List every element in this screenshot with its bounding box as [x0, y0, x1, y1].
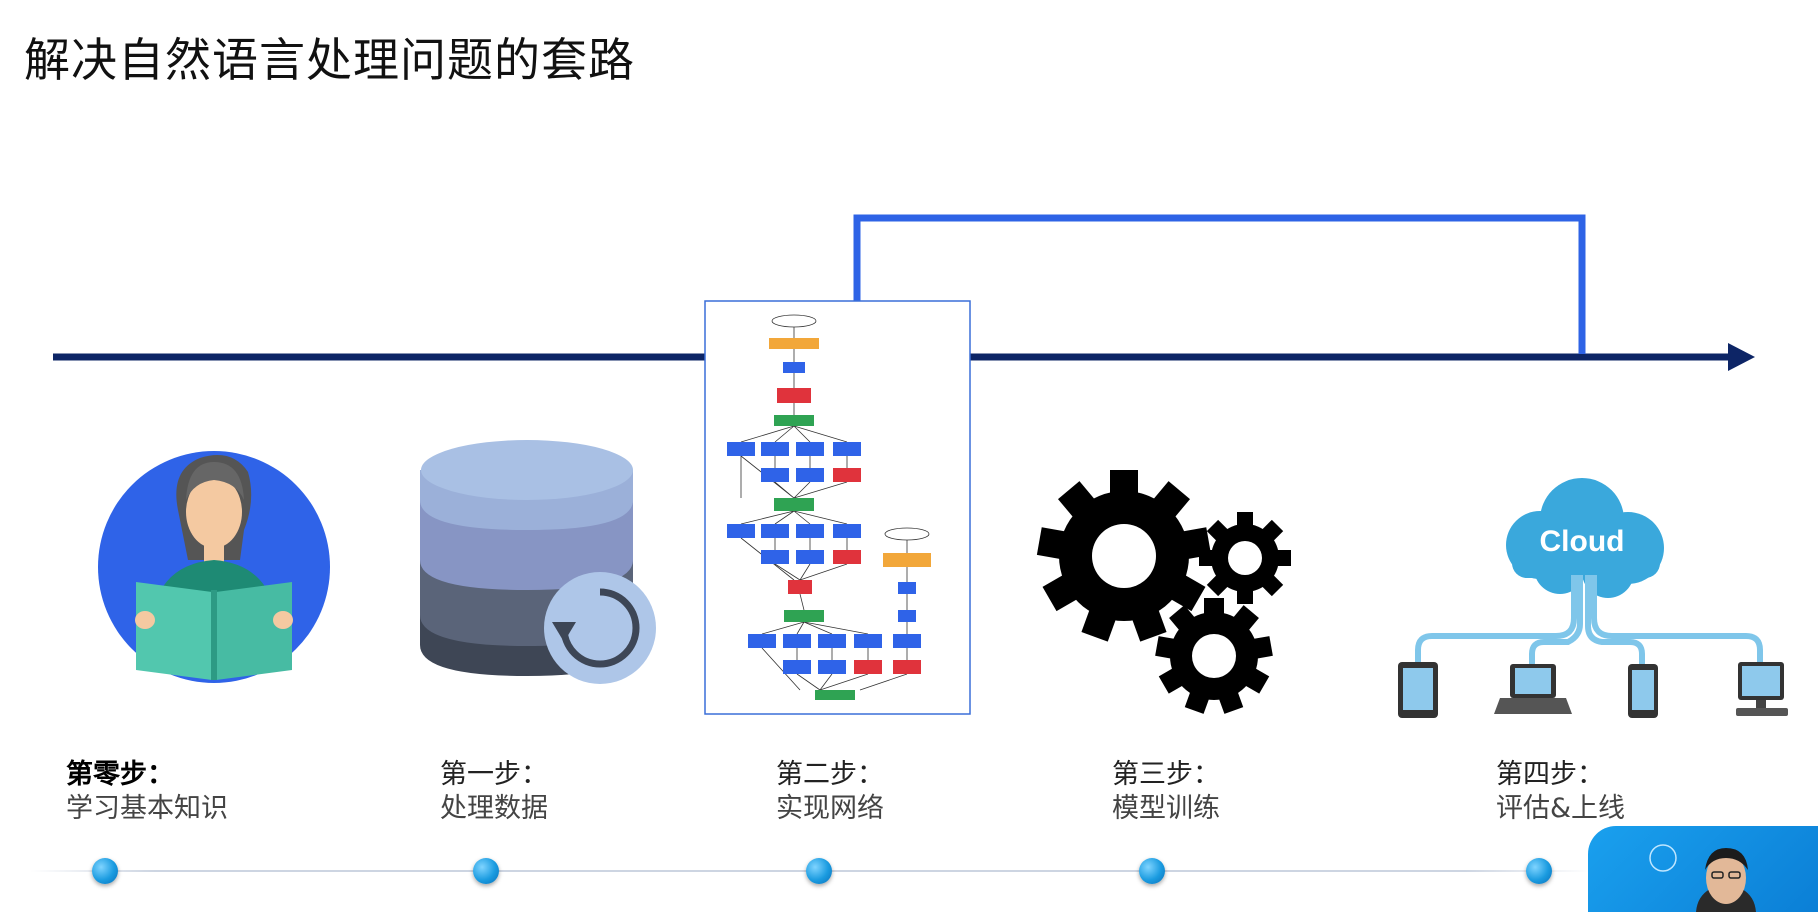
gears-icon	[1036, 470, 1291, 714]
step-3-heading: 第三步：	[1112, 759, 1220, 790]
database-refresh-icon	[420, 440, 656, 684]
presenter-webcam	[1588, 826, 1818, 912]
step-1-heading: 第一步：	[440, 759, 548, 790]
step-1-label: 处理数据	[440, 793, 548, 824]
step-2-heading: 第二步：	[776, 759, 884, 790]
timeline-node-1	[473, 858, 499, 884]
timeline-node-2	[806, 858, 832, 884]
step-2: 第二步： 实现网络	[776, 758, 884, 826]
step-0: 第零步： 学习基本知识	[66, 758, 228, 826]
step-3-label: 模型训练	[1112, 793, 1220, 824]
timeline-node-0	[92, 858, 118, 884]
step-1: 第一步： 处理数据	[440, 758, 548, 826]
step-2-label: 实现网络	[776, 793, 884, 824]
cloud-label: Cloud	[1540, 525, 1625, 558]
step-4-label: 评估&上线	[1496, 793, 1626, 824]
timeline-node-3	[1139, 858, 1165, 884]
cloud-devices-icon: Cloud	[1398, 478, 1788, 718]
step-3: 第三步： 模型训练	[1112, 758, 1220, 826]
page-title: 解决自然语言处理问题的套路	[24, 33, 635, 87]
step-0-label: 学习基本知识	[66, 793, 228, 824]
neural-network-diagram	[704, 300, 971, 715]
timeline-node-4	[1526, 858, 1552, 884]
step-4-heading: 第四步：	[1496, 759, 1604, 790]
step-4: 第四步： 评估&上线	[1496, 758, 1625, 826]
presenter-avatar	[1649, 844, 1756, 912]
step-0-heading: 第零步：	[66, 759, 174, 790]
person-reading-icon	[98, 451, 330, 683]
